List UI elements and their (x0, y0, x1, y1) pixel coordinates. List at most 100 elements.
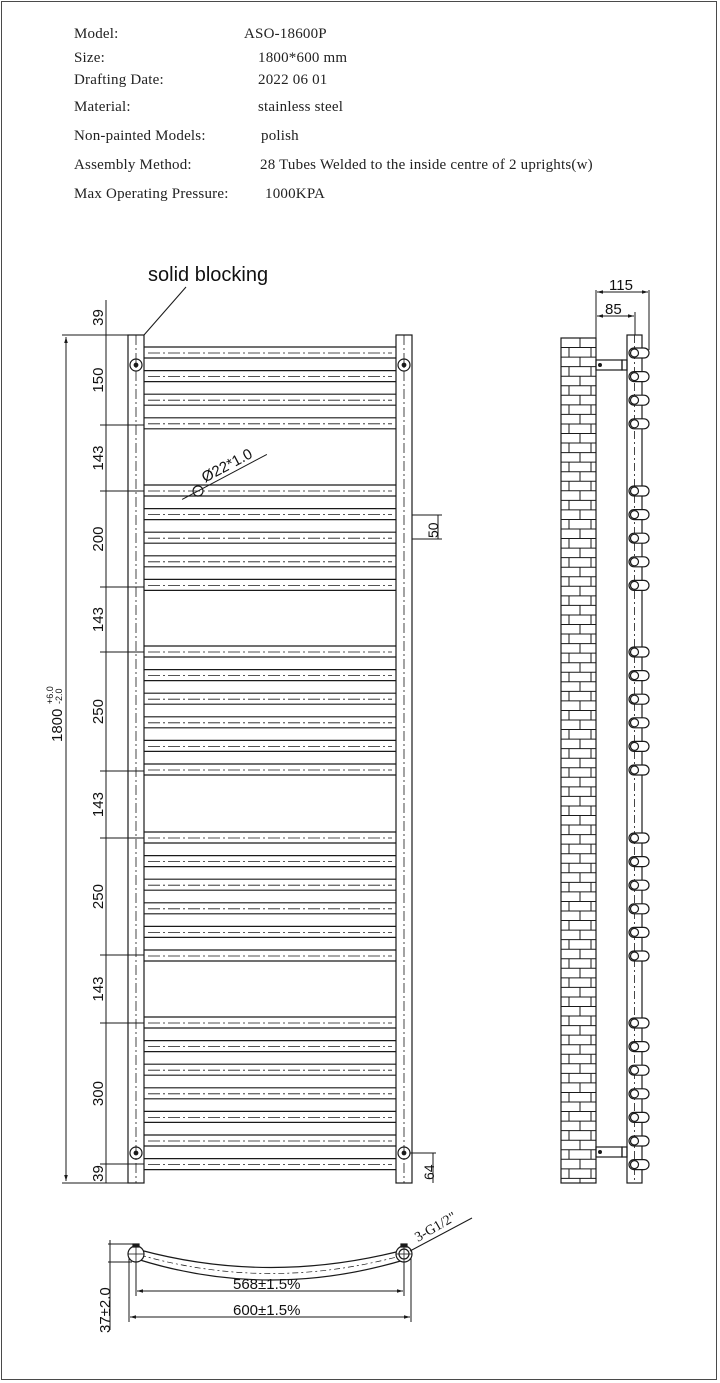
spec-value: 1000KPA (265, 186, 326, 202)
tube-end-icon (628, 879, 650, 891)
tube-end-icon (628, 394, 650, 406)
tube-end-icon (628, 669, 650, 682)
tube-end-icon (628, 764, 650, 776)
segment-dim: 250 (90, 884, 107, 909)
tube (144, 668, 396, 682)
tube (144, 645, 396, 658)
tube-pitch-dim: 50 (425, 522, 441, 538)
svg-text:-2.0: -2.0 (54, 688, 64, 704)
wall-bracket-top (595, 359, 628, 371)
tube-end-icon (628, 717, 650, 729)
overall-height-dim: 1800 +6.0 -2.0 (45, 686, 66, 742)
tube (144, 854, 396, 868)
segment-dim: 39 (90, 309, 107, 326)
tube-end-icon (628, 1017, 650, 1029)
left-pipe-end (127, 1243, 145, 1263)
segment-dim: 143 (90, 607, 107, 632)
tube (144, 531, 396, 544)
tube-list (144, 346, 396, 1171)
solid-blocking-label: solid blocking (148, 264, 268, 286)
spec-label: Drafting Date: (74, 72, 164, 88)
tube (144, 1087, 396, 1100)
tube-end-icon (628, 509, 650, 521)
spec-label: Non-painted Models: (74, 128, 206, 144)
spec-value: 1800*600 mm (258, 50, 348, 66)
dim-85: 85 (605, 301, 622, 318)
segment-dim: 200 (90, 527, 107, 552)
tube (144, 831, 396, 844)
tube (144, 346, 396, 359)
wall-bracket-bottom (595, 1146, 628, 1158)
segment-dim: 39 (90, 1165, 107, 1182)
tube-end-icon (628, 926, 650, 939)
tube (144, 716, 396, 729)
segment-dim: 300 (90, 1081, 107, 1106)
bracket-icon (129, 358, 143, 372)
tube (144, 739, 396, 753)
tube-end-icon (628, 371, 650, 383)
spec-value: polish (261, 128, 299, 144)
tube (144, 692, 396, 705)
tube-end-icon (628, 532, 650, 544)
tube (144, 1110, 396, 1124)
segment-dim: 143 (90, 792, 107, 817)
overall-width-dim: 600±1.5% (233, 1302, 300, 1319)
tube (144, 878, 396, 891)
tube (144, 508, 396, 521)
spec-value: stainless steel (258, 99, 344, 115)
tube-end-icon (628, 418, 650, 430)
spec-label: Max Operating Pressure: (74, 186, 229, 202)
spec-label: Material: (74, 99, 131, 115)
tube (144, 417, 396, 430)
segment-dim: 250 (90, 699, 107, 724)
tube-end-icon (628, 832, 650, 844)
spec-value: 28 Tubes Welded to the inside centre of … (260, 157, 593, 173)
bottom-view: 3-G1/2" 37±2.0 568±1.5% 600±1.5% (97, 1210, 473, 1333)
centre-dim: 568±1.5% (233, 1276, 300, 1293)
depth-dim: 37±2.0 (97, 1287, 114, 1333)
tube (144, 484, 396, 497)
tube (144, 555, 396, 568)
tube (144, 902, 396, 915)
tube-end-icon (628, 855, 650, 868)
brick-wall (560, 337, 597, 1184)
tube-end-icon (628, 1135, 650, 1147)
tube-end-icon (628, 740, 650, 753)
dim-115: 115 (609, 277, 633, 294)
bracket-offset-dim: 64 (421, 1164, 437, 1180)
tube-end-icon (628, 1064, 650, 1076)
tube-end-icon (628, 1111, 650, 1124)
tube (144, 578, 396, 592)
svg-text:Ø22*1.0: Ø22*1.0 (199, 445, 256, 486)
tube-diameter-annotation: Ø22*1.0 (181, 445, 268, 500)
spec-label: Model: (74, 26, 119, 42)
front-view: solid blocking Ø22*1.0 1800 +6.0 -2.0 39… (45, 264, 442, 1184)
tube-end-icon (628, 579, 650, 592)
tube-end-icon (628, 693, 650, 705)
segment-dim: 143 (90, 446, 107, 471)
tube-end-icon (628, 903, 650, 915)
spec-value: 2022 06 01 (258, 72, 328, 88)
tube (144, 1134, 396, 1147)
bracket-icon (129, 1146, 143, 1160)
connection-label: 3-G1/2" (413, 1210, 460, 1246)
right-pipe-end (395, 1243, 413, 1263)
tube (144, 763, 396, 776)
side-view: 115 85 (560, 277, 650, 1184)
tube (144, 370, 396, 383)
bracket-icon (397, 358, 411, 372)
tube (144, 1016, 396, 1029)
svg-text:+6.0: +6.0 (45, 686, 55, 704)
tube (144, 925, 396, 939)
tube-end-icon (628, 1158, 650, 1171)
segment-dim: 143 (90, 977, 107, 1002)
tube (144, 1157, 396, 1171)
spec-label: Assembly Method: (74, 157, 192, 173)
tube-end-icon (628, 1040, 650, 1053)
tube (144, 393, 396, 406)
tube (144, 1063, 396, 1076)
tube-end-icon (628, 1088, 650, 1100)
